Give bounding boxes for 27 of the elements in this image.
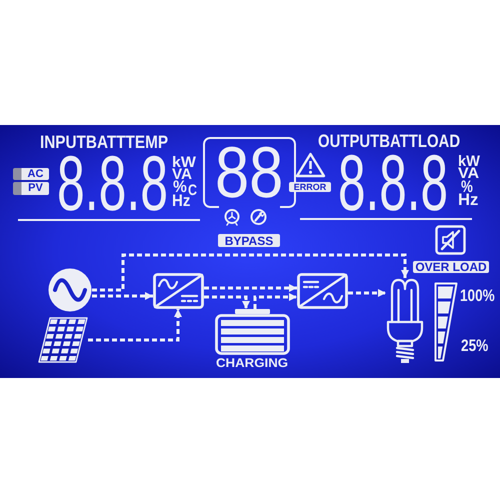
overload-indicator: OVER LOAD xyxy=(413,261,489,273)
seven-segment-digits: 8.8.8 xyxy=(57,156,168,212)
unit-label: kW xyxy=(172,157,196,168)
unit-label: Hz xyxy=(172,195,190,207)
node-caption: CHARGING xyxy=(216,359,288,368)
dashed-arrow xyxy=(92,292,153,300)
dashed-arrow xyxy=(88,309,182,342)
source-indicator: AC xyxy=(13,168,49,180)
dashed-arrow xyxy=(254,293,297,309)
seven-segment-digits: 8.8.8 xyxy=(338,154,448,211)
dashed-arrow xyxy=(204,284,297,292)
unit-label: % xyxy=(461,181,473,193)
display-heading: INPUTBATTTEMP xyxy=(40,136,168,149)
unit-label: % xyxy=(173,181,187,193)
unit-label: VA xyxy=(458,168,480,179)
display-heading: OUTPUTBATTLOAD xyxy=(318,135,460,148)
dashed-arrow xyxy=(348,289,386,297)
seven-segment-digits: 88 xyxy=(214,146,283,198)
error-indicator: ERROR xyxy=(289,182,331,192)
percent-label: 100% xyxy=(460,290,495,302)
unit-label: VA xyxy=(172,169,192,180)
unit-label: Hz xyxy=(458,194,478,206)
dashed-arrow xyxy=(204,296,250,309)
percent-label: 25% xyxy=(461,340,488,352)
source-indicator: PV xyxy=(13,182,49,195)
unit-label: C xyxy=(188,185,198,196)
unit-label: kW xyxy=(458,156,480,167)
